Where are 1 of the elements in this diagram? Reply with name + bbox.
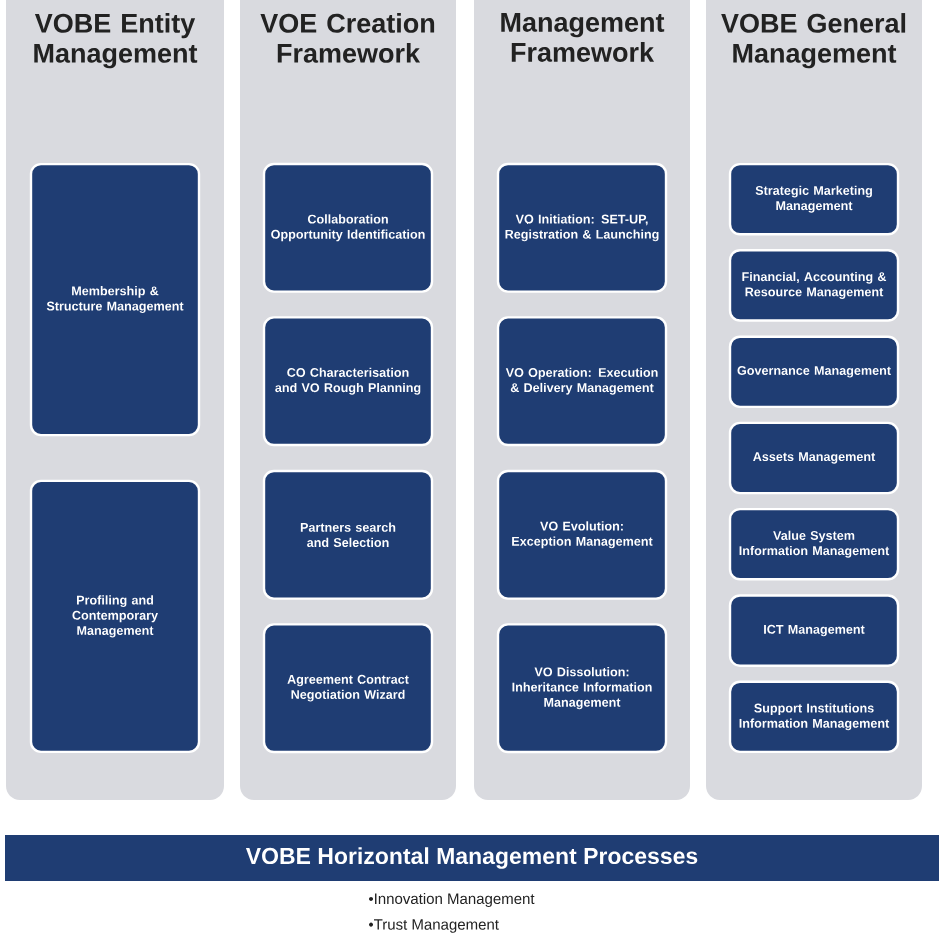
horizontal-bar: VOBE Horizontal Management Processes <box>3 833 941 883</box>
